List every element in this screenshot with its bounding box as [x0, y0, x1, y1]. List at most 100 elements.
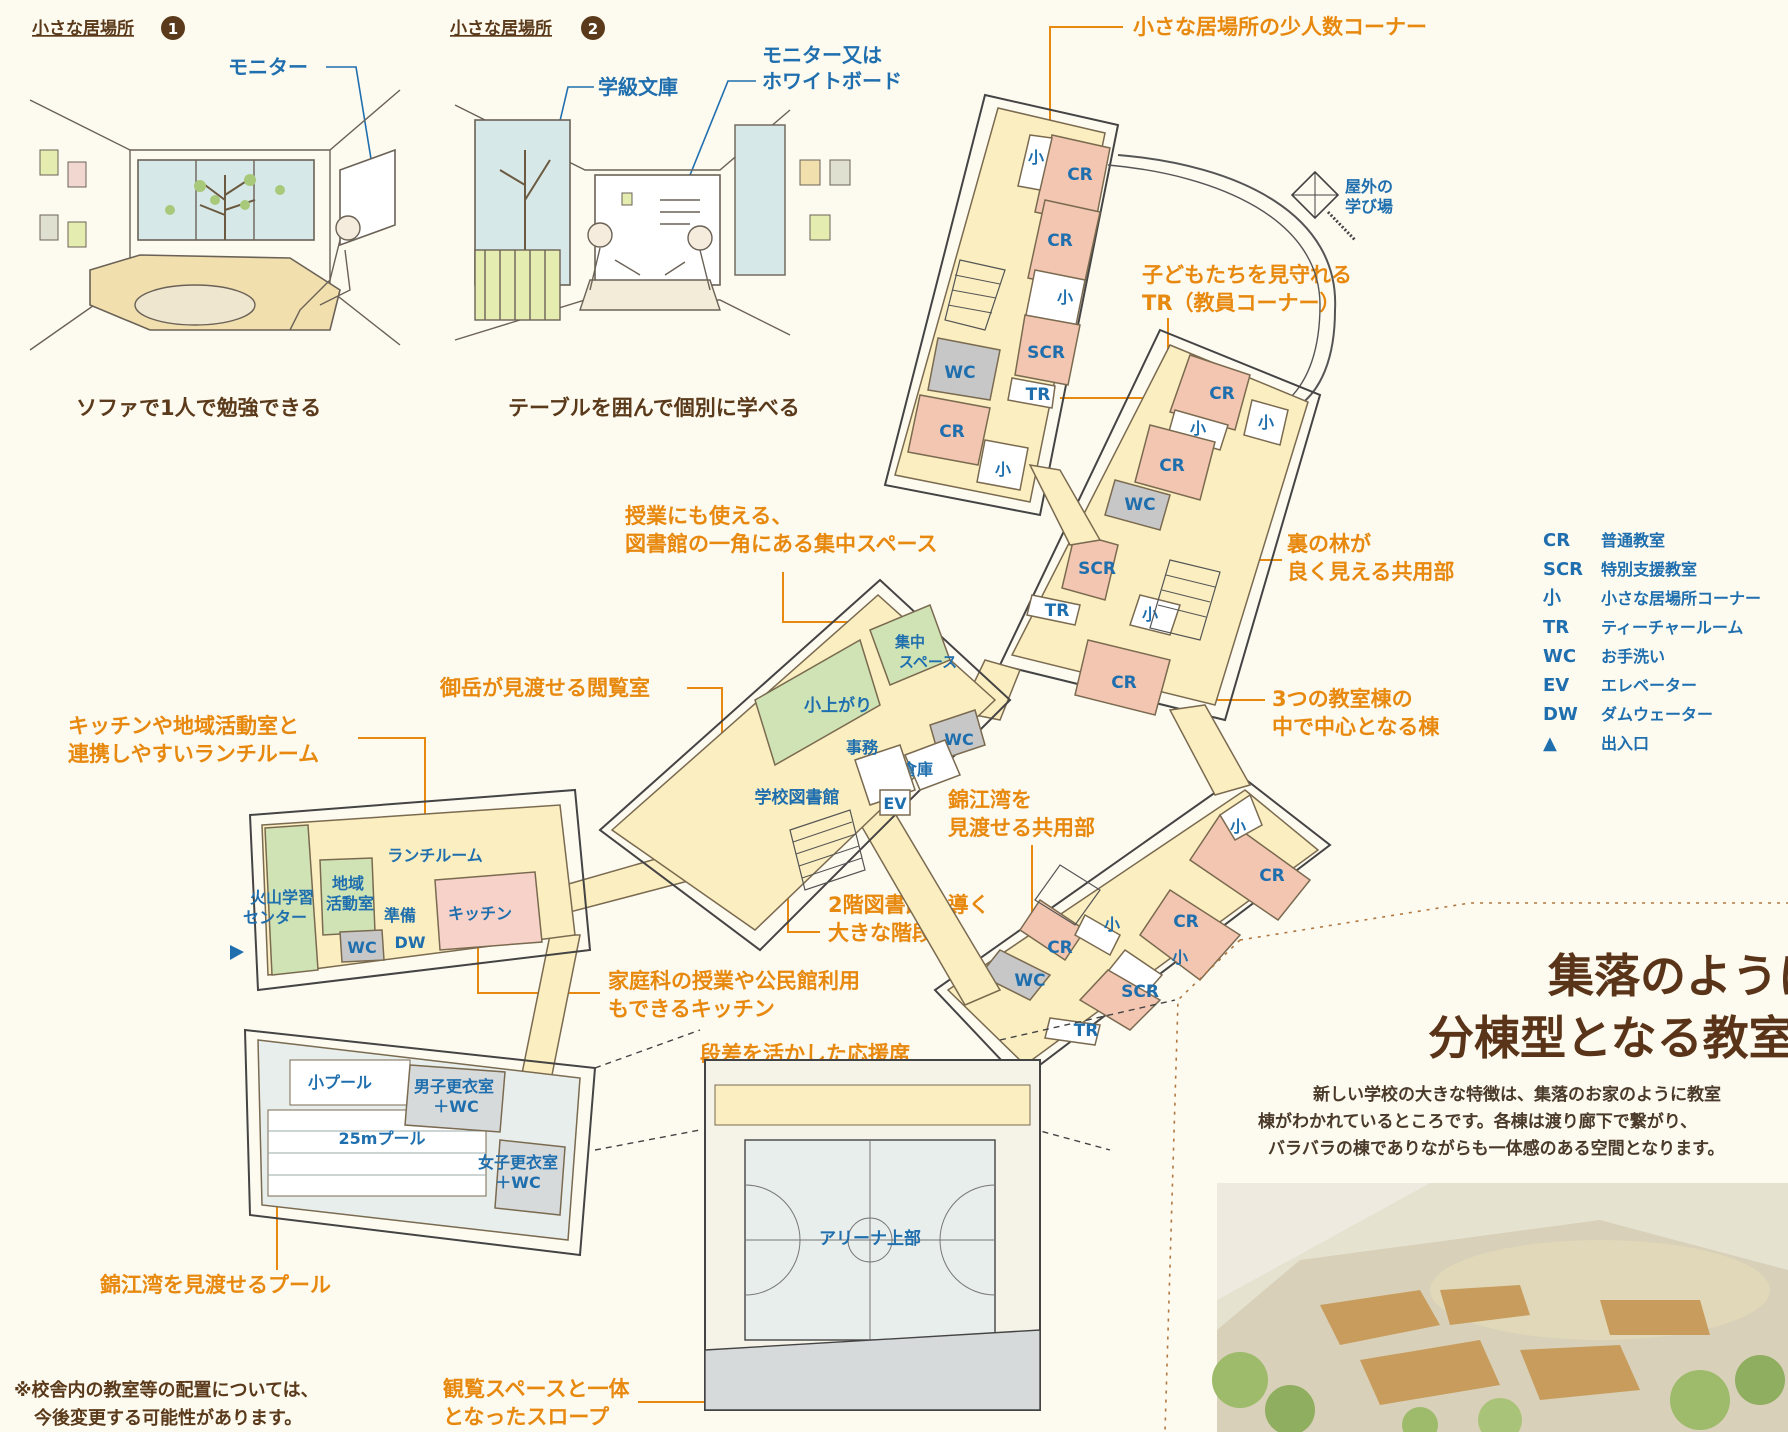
svg-text:SCR: SCR	[1078, 559, 1116, 579]
callout-focus-1: 授業にも使える、	[625, 504, 792, 528]
wc-n	[927, 337, 1001, 401]
legend-key: DW	[1543, 704, 1578, 725]
koagari	[754, 638, 881, 767]
cr-n3	[907, 394, 991, 466]
body-line-3: バラバラの棟でありながらも一体感のある空間となります。	[1268, 1138, 1724, 1159]
cr-s3	[1018, 898, 1087, 962]
scr-c	[1061, 532, 1119, 601]
sketch-2-caption: テーブルを囲んで個別に学べる	[508, 396, 800, 420]
volcano-center	[264, 824, 319, 976]
tr-n	[1007, 377, 1056, 409]
svg-text:小プール: 小プール	[308, 1073, 372, 1092]
callout-reading: 御岳が見渡せる閲覧室	[439, 676, 650, 700]
lunch-wing: 火山学習 センター 地域 活動室 WC キッチン 準備 DW ランチルーム	[230, 788, 592, 992]
sketch-2: 小さな居場所 2 学級文庫 モニター又は ホワイトボード テーブルを囲んで個別に…	[450, 16, 902, 420]
cr-c2	[1134, 424, 1216, 501]
svg-text:小: 小	[1104, 915, 1120, 934]
svg-text:TR: TR	[1026, 385, 1051, 405]
svg-text:CR: CR	[1159, 456, 1185, 476]
library-label: 学校図書館	[755, 787, 840, 808]
svg-text:CR: CR	[1111, 673, 1137, 693]
legend-key: EV	[1543, 675, 1569, 696]
svg-text:女子更衣室: 女子更衣室	[478, 1153, 558, 1172]
legend-key: TR	[1543, 617, 1569, 638]
sketch-2-table	[579, 279, 721, 311]
storage	[904, 739, 961, 791]
svg-text:CR: CR	[1259, 866, 1285, 886]
tr-c	[1026, 594, 1081, 626]
legend-value: 出入口	[1601, 734, 1649, 753]
svg-text:SCR: SCR	[1121, 982, 1159, 1002]
callout-focus-2: 図書館の一角にある集中スペース	[625, 532, 937, 556]
tr-s	[1044, 1017, 1101, 1046]
svg-text:火山学習: 火山学習	[250, 888, 314, 907]
svg-text:小: 小	[1028, 148, 1044, 167]
body-line-2: 棟がわかれているところです。各棟は渡り廊下で繋がり、	[1258, 1111, 1697, 1132]
small-c2	[1243, 399, 1289, 446]
callout-lunch-2: 連携しやすいランチルーム	[68, 742, 319, 766]
small-pool	[289, 1059, 411, 1106]
sketch-1-title: 小さな居場所	[32, 19, 134, 39]
svg-text:CR: CR	[1047, 231, 1073, 251]
callout-kinko-2: 見渡せる共用部	[948, 816, 1095, 840]
svg-text:キッチン: キッチン	[448, 904, 512, 923]
corridor-north	[1028, 464, 1102, 546]
svg-text:CR: CR	[1067, 165, 1093, 185]
sketch-2-num: 2	[588, 20, 598, 38]
legend-value: 特別支援教室	[1601, 560, 1697, 579]
ev-library	[879, 789, 911, 816]
callout-outdoor-1: 屋外の	[1345, 177, 1393, 196]
sketch-2-bookshelf	[474, 249, 561, 321]
callout-slope-2: となったスロープ	[443, 1405, 610, 1429]
svg-text:CR: CR	[939, 422, 965, 442]
arena-label: アリーナ上部	[819, 1228, 921, 1249]
svg-text:小: 小	[1172, 948, 1188, 967]
legend-key: CR	[1543, 530, 1570, 551]
headline-line-1: 集落のように	[1547, 949, 1788, 1003]
legend-key: ▲	[1543, 733, 1557, 754]
small-s1	[1218, 793, 1263, 842]
svg-text:WC: WC	[944, 730, 973, 749]
entrance-marker	[230, 945, 244, 960]
callout-forest-1: 裏の林が	[1286, 532, 1371, 556]
cr-c3	[1074, 639, 1171, 716]
small-n3	[976, 439, 1029, 491]
svg-text:小上がり: 小上がり	[804, 695, 872, 716]
headline-block: 集落のように 分棟型となる教室棟 新しい学校の大きな特徴は、集落のお家のように教…	[1164, 902, 1788, 1432]
pool-wing: 小プール 25mプール 男子更衣室 ＋WC 女子更衣室 ＋WC	[243, 1028, 597, 1257]
callout-small-corner: 小さな居場所の少人数コーナー	[1133, 15, 1427, 39]
wc-lunch	[339, 929, 385, 963]
stairs-c	[1149, 559, 1221, 641]
note-line-1: ※校舎内の教室等の配置については、	[14, 1379, 319, 1401]
cr-s1	[1188, 813, 1312, 922]
cr-c1	[1169, 354, 1251, 431]
callout-kitchen-1: 家庭科の授業や公民館利用	[608, 969, 860, 993]
callout-center-2: 中で中心となる棟	[1272, 715, 1440, 739]
callout-slope-1: 観覧スペースと一体	[443, 1377, 630, 1401]
svg-text:小: 小	[1142, 605, 1158, 624]
svg-text:小: 小	[1057, 288, 1073, 307]
svg-text:事務: 事務	[846, 738, 879, 757]
callout-forest-2: 良く見える共用部	[1287, 560, 1454, 584]
legend-key: WC	[1543, 646, 1576, 667]
outdoor-path	[1117, 154, 1337, 406]
svg-text:WC: WC	[347, 938, 376, 957]
library-wing: 小上がり 集中 スペース WC 倉庫 事務 EV 学校図書館	[598, 578, 1012, 952]
southeast-wing: CR 小 CR 小 CR 小 WC SCR TR	[933, 773, 1332, 1082]
svg-text:EV: EV	[883, 794, 907, 813]
aerial-render-image	[1212, 1183, 1788, 1432]
legend-value: ダムウェーター	[1601, 705, 1713, 724]
headline-line-2: 分棟型となる教室棟	[1428, 1011, 1788, 1065]
sketch-2-window-right	[734, 124, 786, 276]
svg-text:CR: CR	[1209, 384, 1235, 404]
stairs-s	[1034, 864, 1101, 926]
boys-changing	[404, 1064, 506, 1133]
svg-text:＋WC: ＋WC	[433, 1097, 478, 1116]
dw-label: DW	[395, 933, 426, 952]
legend-value: 普通教室	[1601, 531, 1665, 550]
svg-text:小: 小	[1230, 817, 1246, 836]
legend-value: エレベーター	[1601, 676, 1697, 695]
svg-text:小: 小	[1258, 413, 1274, 432]
